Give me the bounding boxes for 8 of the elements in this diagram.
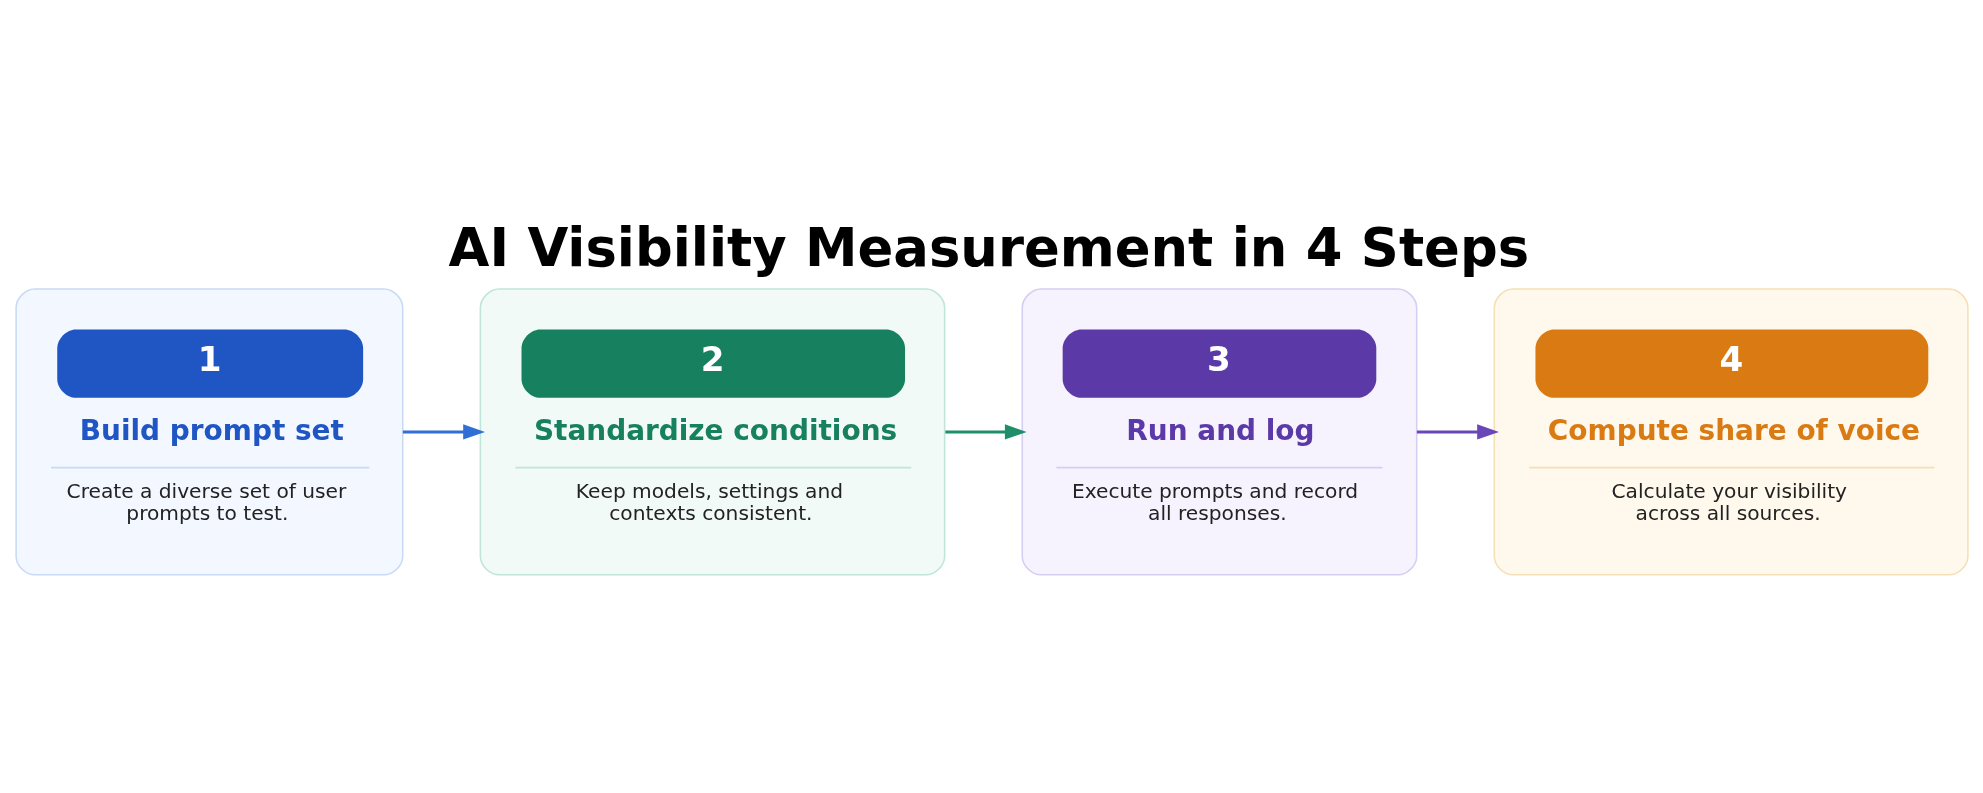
arrow bbox=[944, 423, 1027, 440]
node-box: 4 Compute share of voice Calculate your visibility across all sources. bbox=[1493, 287, 1969, 576]
node-box: 1 Build prompt set Create a diverse set of user prompts to test. bbox=[14, 287, 403, 576]
arrow bbox=[1416, 423, 1499, 440]
arrow bbox=[402, 423, 485, 440]
diagram-title: AI Visibility Measurement in 4 Steps bbox=[448, 216, 1529, 278]
node-box: 2 Standardize conditions Keep models, settings and contexts consistent. bbox=[479, 287, 945, 576]
node-box: 3 Run and log Execute prompts and record all responses. bbox=[1021, 287, 1417, 576]
